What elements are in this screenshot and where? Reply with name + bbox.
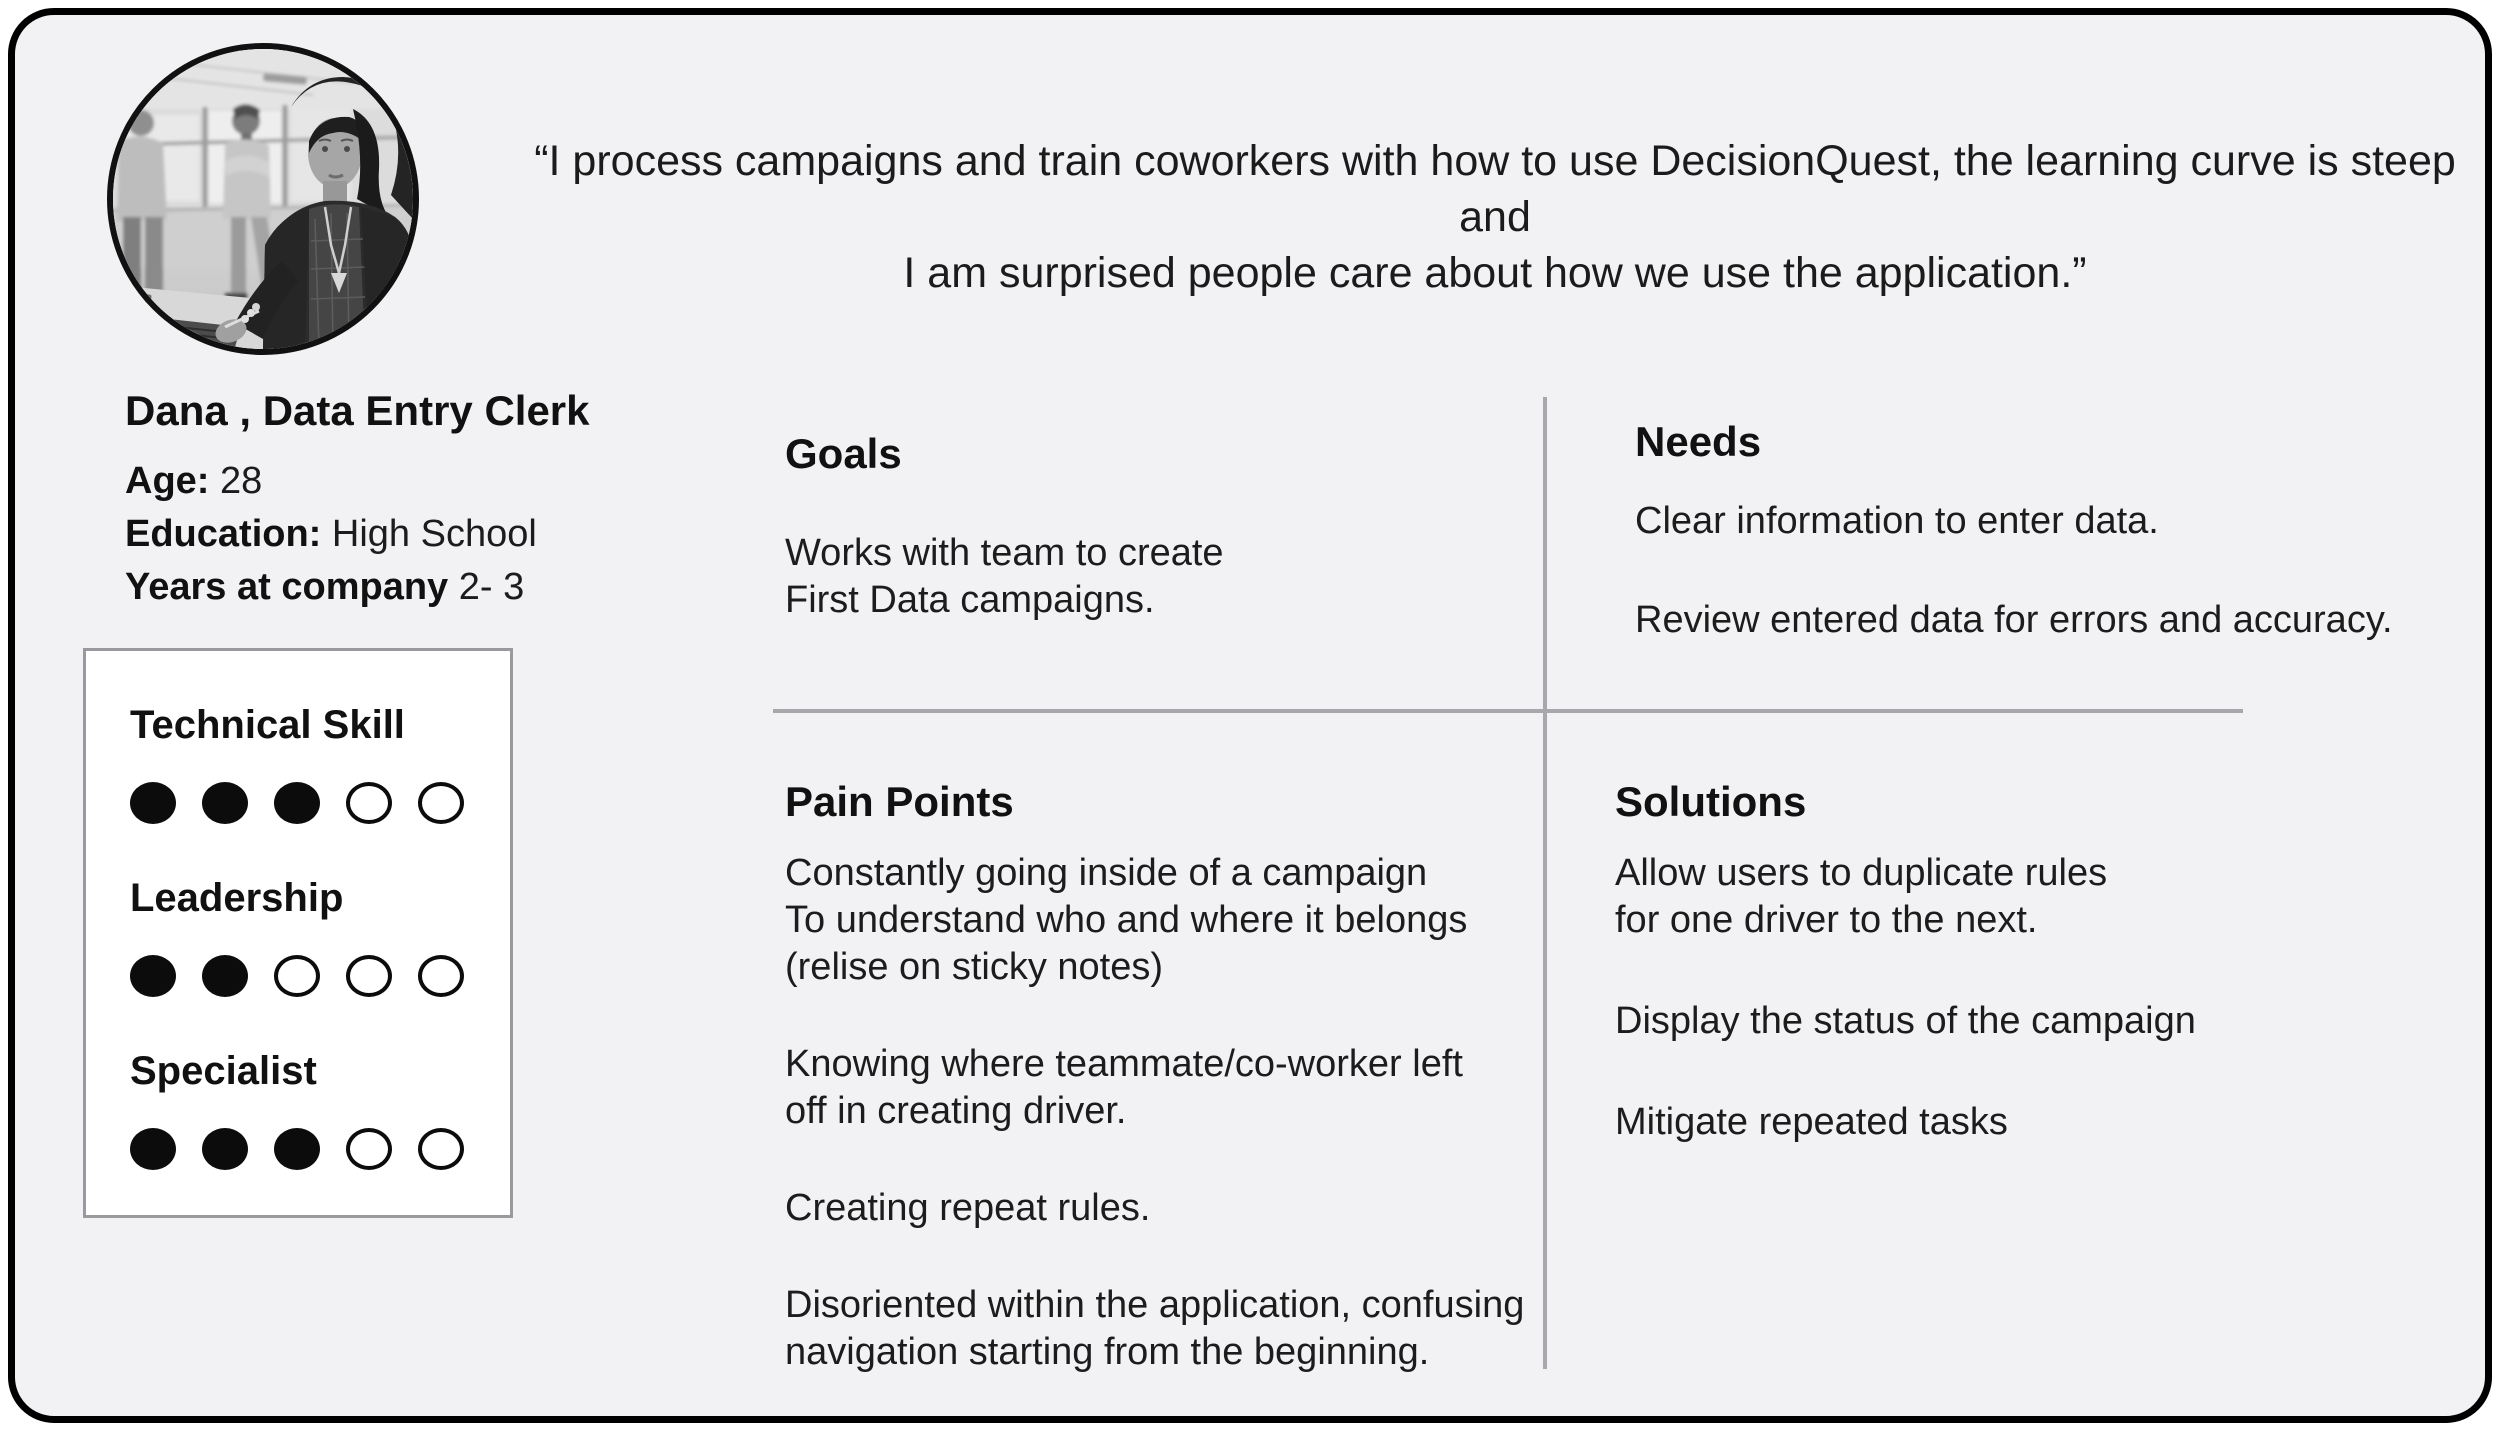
section-needs: Needs Clear information to enter data. Re… (1635, 418, 2455, 696)
vertical-divider (1543, 397, 1547, 1369)
persona-card: “I process campaigns and train coworkers… (8, 8, 2492, 1423)
skill-dots (130, 782, 490, 824)
section-items-pain-points: Constantly going inside of a campaign To… (785, 850, 1575, 1376)
profile-field-value: 28 (220, 460, 263, 502)
section-goals: Goals Works with team to create First Da… (785, 430, 1505, 676)
skill-dot-filled-icon (274, 782, 320, 824)
skill-dot-filled-icon (130, 955, 176, 997)
skill-dot-empty-icon (418, 955, 464, 997)
skill-dot-empty-icon (418, 782, 464, 824)
profile-field-label: Years at company (125, 566, 449, 608)
skill-dot-filled-icon (202, 955, 248, 997)
horizontal-divider (773, 709, 2243, 713)
section-item: Constantly going inside of a campaign To… (785, 852, 1468, 988)
section-title-goals: Goals (785, 430, 902, 477)
persona-photo-image (113, 49, 413, 349)
section-item: Creating repeat rules. (785, 1187, 1151, 1229)
section-items-needs: Clear information to enter data. Review e… (1635, 498, 2455, 644)
section-item: Disoriented within the application, conf… (785, 1284, 1525, 1373)
profile-field-value: 2- 3 (458, 566, 525, 608)
section-item: Display the status of the campaign (1615, 1000, 2196, 1042)
skill-dot-filled-icon (202, 782, 248, 824)
profile-field-label: Age: (125, 460, 210, 502)
profile-field: Education: High School (125, 508, 537, 561)
section-item: Clear information to enter data. (1635, 500, 2159, 542)
skill-dot-filled-icon (274, 1128, 320, 1170)
skill-dots (130, 1128, 490, 1170)
skill-dot-empty-icon (346, 1128, 392, 1170)
section-item: Mitigate repeated tasks (1615, 1101, 2008, 1143)
section-items-goals: Works with team to create First Data cam… (785, 530, 1505, 624)
section-items-solutions: Allow users to duplicate rules for one d… (1615, 850, 2445, 1146)
skill-dot-empty-icon (418, 1128, 464, 1170)
skill-dot-empty-icon (274, 955, 320, 997)
section-title-solutions: Solutions (1615, 778, 1807, 825)
profile-field: Age: 28 (125, 455, 537, 508)
skill-label: Technical Skill (130, 703, 405, 747)
skill-dot-empty-icon (346, 955, 392, 997)
persona-name: Dana , Data Entry Clerk (125, 387, 590, 434)
persona-quote: “I process campaigns and train coworkers… (534, 137, 2456, 297)
section-item: Allow users to duplicate rules for one d… (1615, 852, 2108, 941)
section-pain-points: Pain Points Constantly going inside of a… (785, 778, 1575, 1416)
skill-dot-filled-icon (130, 1128, 176, 1170)
persona-photo (107, 43, 419, 355)
section-item: Review entered data for errors and accur… (1635, 599, 2393, 641)
skill-label: Leadership (130, 876, 344, 920)
profile-field-value: High School (331, 513, 537, 555)
section-title-pain-points: Pain Points (785, 778, 1014, 825)
profile-field-label: Education: (125, 513, 322, 555)
section-title-needs: Needs (1635, 418, 1762, 465)
profile-field: Years at company 2- 3 (125, 561, 537, 614)
section-item: Knowing where teammate/co-worker left of… (785, 1043, 1463, 1132)
skill-dot-filled-icon (202, 1128, 248, 1170)
skill-label: Specialist (130, 1049, 317, 1093)
skill-dots (130, 955, 490, 997)
skill-dot-empty-icon (346, 782, 392, 824)
section-solutions: Solutions Allow users to duplicate rules… (1615, 778, 2445, 1200)
section-item: Works with team to create First Data cam… (785, 532, 1224, 621)
skill-dot-filled-icon (130, 782, 176, 824)
